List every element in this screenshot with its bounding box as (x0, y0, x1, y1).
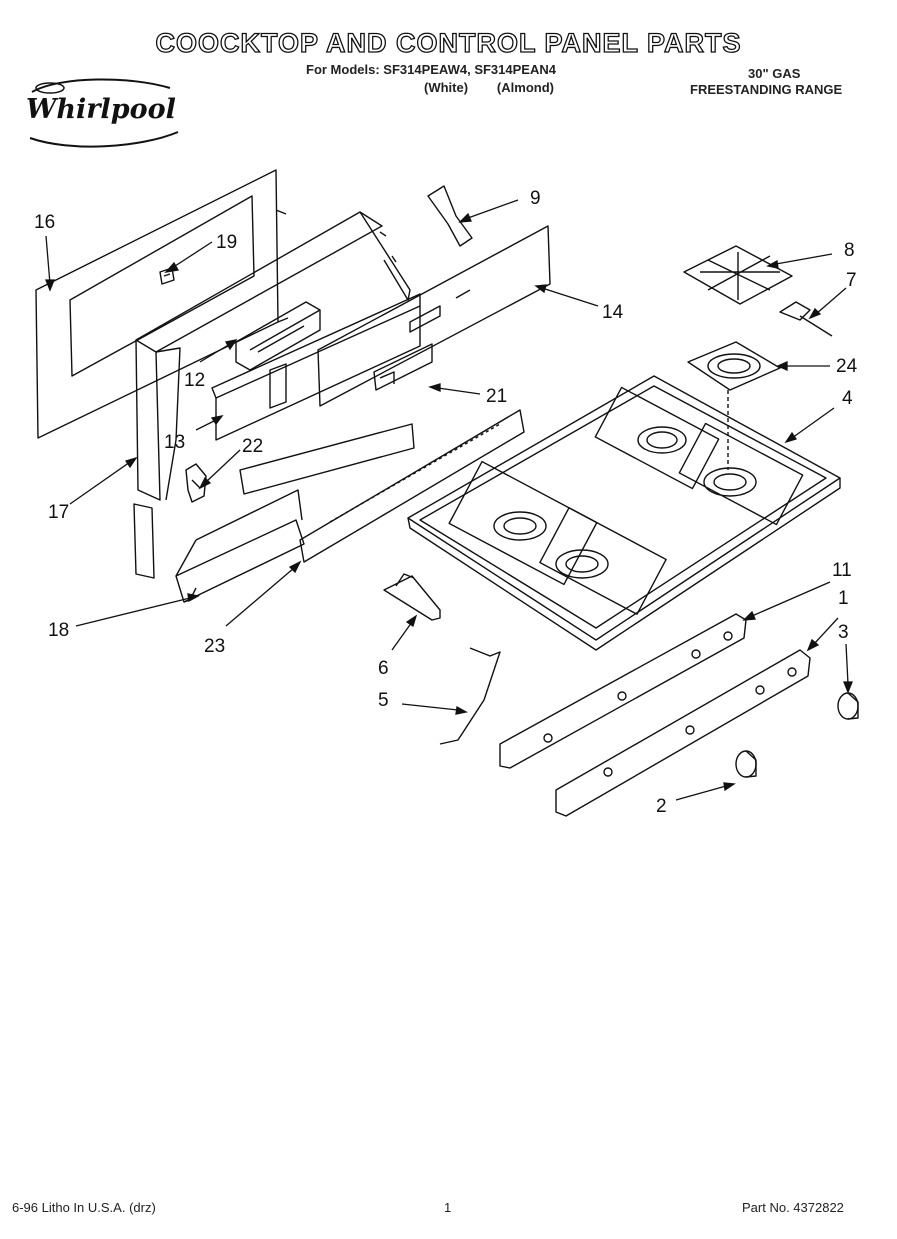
callout-22: 22 (242, 436, 263, 457)
leader-lines (45, 199, 853, 801)
callout-14: 14 (602, 302, 624, 323)
callout-5: 5 (378, 690, 389, 711)
callout-4: 4 (842, 388, 853, 409)
part-21-channel (373, 343, 433, 391)
part-8-grate (683, 245, 793, 305)
callout-7: 7 (846, 270, 857, 291)
part-17-backguard (133, 211, 411, 579)
part-22-bracket (185, 463, 207, 503)
callout-6: 6 (378, 658, 389, 679)
logo-wordmark: Whirlpool (26, 94, 176, 125)
callout-13: 13 (164, 432, 185, 453)
page-title: COOCKTOP AND CONTROL PANEL PARTS (155, 27, 742, 58)
part-14-trim (317, 225, 551, 407)
part-2-knob (735, 750, 757, 778)
part-6-clip (383, 573, 441, 621)
callout-16: 16 (34, 212, 55, 233)
callout-numbers: 16 19 9 14 12 21 13 22 17 18 23 8 7 24 4… (34, 188, 858, 817)
footer-page-number: 1 (444, 1200, 452, 1215)
callout-11: 11 (832, 560, 852, 581)
callout-1: 1 (838, 588, 849, 609)
callout-12: 12 (184, 370, 205, 391)
models-line: For Models: SF314PEAW4, SF314PEAN4 (306, 62, 556, 77)
color-variants-line: (White) (Almond) (424, 80, 554, 95)
whirlpool-logo: Whirlpool (26, 78, 179, 148)
part-4-cooktop (407, 375, 841, 651)
product-type-line2: FREESTANDING RANGE (690, 82, 843, 97)
callout-21: 21 (486, 386, 507, 407)
part-18-manifold (175, 489, 305, 603)
callout-23: 23 (204, 636, 225, 657)
part-24-burner-bowl (687, 341, 781, 470)
part-12-housing (235, 301, 321, 371)
callout-19: 19 (216, 232, 237, 253)
part-3-knob (837, 692, 859, 720)
part-7-igniter (779, 301, 833, 337)
part-5-wire (439, 647, 501, 745)
callout-18: 18 (48, 620, 69, 641)
part-1-manifold (555, 649, 811, 817)
part-13-bracket (211, 293, 421, 441)
footer-litho: 6-96 Litho In U.S.A. (drz) (12, 1200, 156, 1215)
callout-3: 3 (838, 622, 849, 643)
callout-24: 24 (836, 356, 858, 377)
callout-9: 9 (530, 188, 541, 209)
callout-8: 8 (844, 240, 855, 261)
footer-part-number: Part No. 4372822 (742, 1200, 844, 1215)
part-16-panel-glass (35, 169, 289, 439)
product-type-line1: 30" GAS (748, 66, 801, 81)
callout-17: 17 (48, 502, 69, 523)
part-9-bracket (427, 185, 473, 247)
callout-2: 2 (656, 796, 667, 817)
part-11-front-panel (499, 613, 747, 769)
part-23-vent (239, 409, 525, 563)
